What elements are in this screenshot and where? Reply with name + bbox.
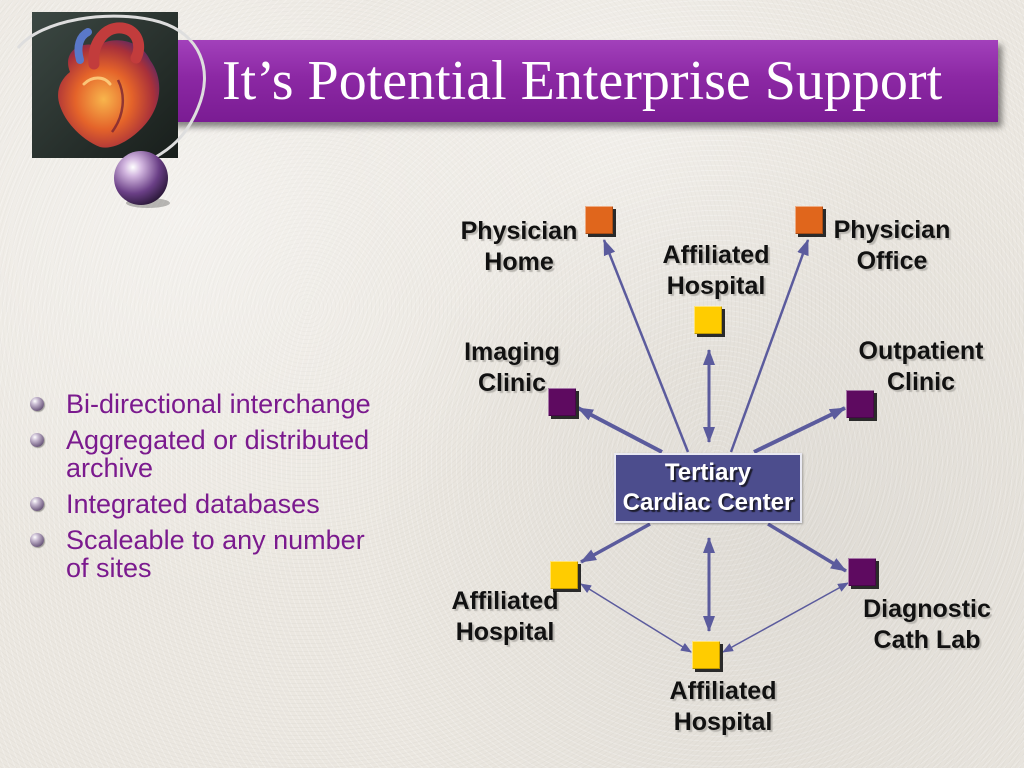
label-line: Imaging <box>464 338 560 366</box>
label-line: Affiliated <box>662 241 770 269</box>
arrow-hospital-bottom-to-cath-lab <box>722 582 849 653</box>
label-physician-office: Physician Office <box>812 215 972 277</box>
arrow-to-outpatient-clinic <box>753 406 846 454</box>
heart-shape <box>58 40 160 148</box>
bullet-sphere-icon <box>30 433 44 447</box>
bullet-sphere-icon <box>30 533 44 547</box>
arrow-hospital-left-to-bottom <box>580 583 692 653</box>
tube-ring <box>16 14 206 160</box>
affiliated-hospital-top-node <box>694 306 722 334</box>
physician-office-node <box>795 206 823 234</box>
bullet-list: Bi-directional interchange Aggregated or… <box>26 390 382 590</box>
label-affiliated-hospital-bottom: Affiliated Hospital <box>643 676 803 738</box>
label-line: Diagnostic <box>863 595 991 623</box>
arrow-to-physician-home <box>602 239 690 453</box>
label-physician-home: Physician Home <box>439 216 599 278</box>
title-bar <box>170 40 998 122</box>
heart-vein <box>110 79 125 133</box>
center-label-line: Tertiary <box>664 459 752 486</box>
label-line: Clinic <box>477 369 547 397</box>
label-line: Hospital <box>666 272 766 300</box>
bullet-text: Bi-directional interchange <box>66 389 371 419</box>
arrow-group <box>577 239 849 653</box>
arrow-to-physician-office <box>729 239 810 453</box>
slide-title: It’s Potential Enterprise Support <box>222 50 943 112</box>
label-line: Clinic <box>886 368 956 396</box>
tertiary-cardiac-center-box: Tertiary Cardiac Center <box>614 453 802 523</box>
label-line: Office <box>856 247 928 275</box>
label-line: Cath Lab <box>873 626 981 654</box>
label-line: Outpatient <box>858 337 984 365</box>
orb <box>114 151 168 205</box>
heart-vessel <box>74 28 92 64</box>
label-line: Home <box>484 248 554 276</box>
bullet-item: Integrated databases <box>26 490 382 518</box>
label-affiliated-hospital-left: Affiliated Hospital <box>425 586 585 648</box>
label-line: Affiliated <box>669 677 777 705</box>
label-diagnostic-cath-lab: Diagnostic Cath Lab <box>847 594 1007 656</box>
bullet-sphere-icon <box>30 497 44 511</box>
bullet-text: Integrated databases <box>66 489 320 519</box>
bullet-item: Scaleable to any number of sites <box>26 526 382 582</box>
bullet-sphere-icon <box>30 397 44 411</box>
affiliated-hospital-bottom-node <box>692 641 720 669</box>
diagnostic-cath-lab-node <box>848 558 876 586</box>
label-line: Physician <box>460 217 578 245</box>
arrow-to-imaging-clinic <box>577 406 663 454</box>
label-affiliated-hospital-top: Affiliated Hospital <box>636 240 796 302</box>
heart-highlight <box>82 76 112 86</box>
center-label-line: Cardiac Center <box>622 489 794 516</box>
affiliated-hospital-left-node <box>550 561 578 589</box>
label-line: Hospital <box>455 618 555 646</box>
label-line: Hospital <box>673 708 773 736</box>
bullet-item: Aggregated or distributed archive <box>26 426 382 482</box>
arrow-to-diagnostic-cath-lab <box>767 522 847 573</box>
outpatient-clinic-node <box>846 390 874 418</box>
arrow-to-affiliated-hospital-left <box>580 522 651 564</box>
imaging-clinic-node <box>548 388 576 416</box>
physician-home-node <box>585 206 613 234</box>
bullet-text: Aggregated or distributed archive <box>66 425 370 483</box>
bullet-item: Bi-directional interchange <box>26 390 382 418</box>
label-line: Affiliated <box>451 587 559 615</box>
label-imaging-clinic: Imaging Clinic <box>432 337 592 399</box>
heart-aorta <box>88 22 145 70</box>
bullet-text: Scaleable to any number of sites <box>66 525 365 583</box>
label-line: Physician <box>833 216 951 244</box>
label-outpatient-clinic: Outpatient Clinic <box>841 336 1001 398</box>
heart-illustration <box>16 12 206 208</box>
